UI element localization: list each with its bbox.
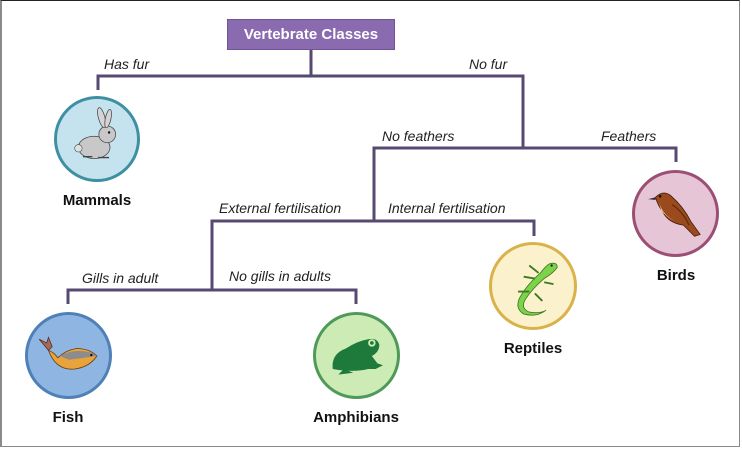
node-birds: [632, 170, 719, 257]
edge-label-has-fur: Has fur: [104, 56, 150, 72]
node-fish: [25, 312, 112, 399]
bird-icon: [648, 192, 701, 237]
node-label-fish: Fish: [52, 409, 84, 426]
connector-feathers-split: [372, 146, 678, 196]
root-node-vertebrate-classes: Vertebrate Classes: [227, 19, 395, 50]
node-label-amphibians: Amphibians: [313, 409, 399, 426]
edge-label-gills-in-adult: Gills in adult: [82, 270, 159, 286]
edge-label-internal-fertilisation: Internal fertilisation: [388, 200, 506, 216]
frog-icon: [332, 338, 384, 375]
node-reptiles: [489, 242, 577, 330]
node-mammals: [54, 96, 140, 182]
edge-label-feathers: Feathers: [601, 128, 657, 144]
edge-label-no-feathers: No feathers: [382, 128, 455, 144]
edge-label-external-fertilisation: External fertilisation: [219, 200, 342, 216]
lizard-icon: [517, 262, 558, 316]
edge-label-no-gills-in-adults: No gills in adults: [229, 268, 331, 284]
connector-gills-split: [66, 288, 358, 304]
node-label-reptiles: Reptiles: [503, 340, 563, 357]
rabbit-icon: [74, 107, 116, 159]
fish-icon: [38, 336, 98, 370]
node-label-birds: Birds: [656, 267, 696, 284]
node-label-mammals: Mammals: [62, 192, 132, 209]
node-amphibians: [313, 312, 400, 399]
edge-label-no-fur: No fur: [469, 56, 508, 72]
connector-fur-split: [96, 74, 525, 148]
